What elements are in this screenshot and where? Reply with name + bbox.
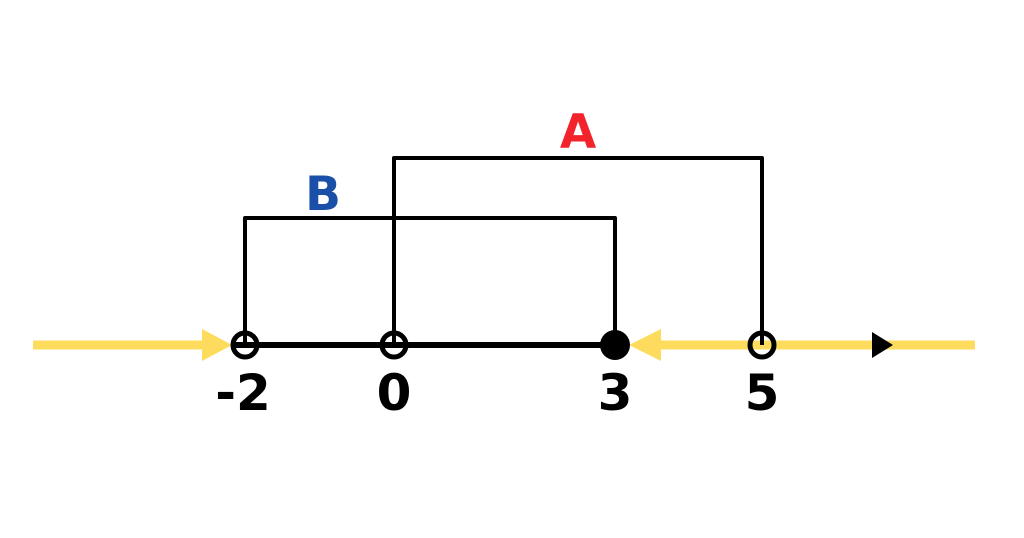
open-point-0 (379, 330, 409, 360)
set-b-bracket (243, 216, 617, 345)
set-a-label: A (560, 105, 597, 160)
tick-label-5: 5 (745, 364, 780, 422)
tick-label-0: 0 (377, 364, 412, 422)
tick-label-neg2: -2 (215, 364, 271, 422)
set-b-label: B (305, 167, 341, 222)
number-line-arrowhead-icon (872, 332, 893, 358)
open-point-neg2 (230, 330, 260, 360)
closed-point-3 (600, 330, 630, 360)
left-ray-arrowhead-icon (202, 329, 232, 361)
right-ray (629, 329, 975, 361)
left-ray (33, 329, 232, 361)
right-ray-arrowhead-icon (629, 329, 661, 361)
tick-label-3: 3 (598, 364, 633, 422)
set-a-bracket (392, 156, 764, 345)
open-point-5 (747, 330, 777, 360)
